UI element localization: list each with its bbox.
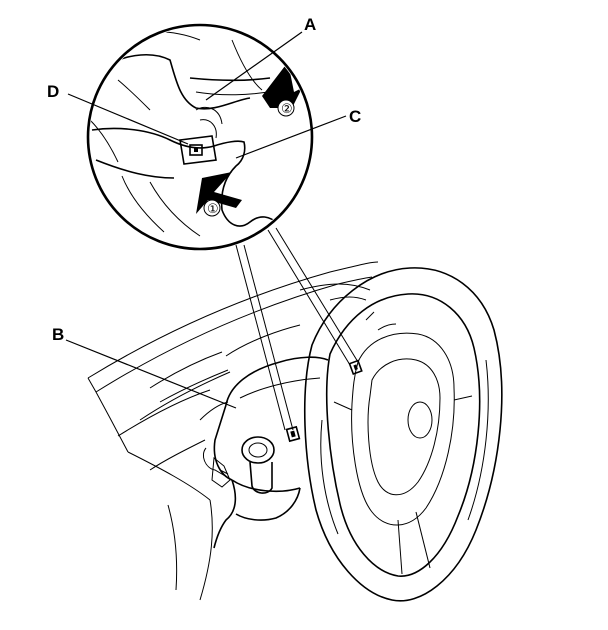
callout-a: A [205, 15, 316, 101]
steering-wheel [303, 267, 503, 602]
callout-d: D [47, 82, 189, 145]
callout-b-label: B [52, 325, 64, 344]
callout-a-label: A [304, 15, 316, 34]
step-two-marker: ② [281, 102, 293, 117]
detail-magnifier: ① ② [86, 23, 314, 251]
callout-b: B [52, 325, 237, 409]
callout-c: C [235, 107, 361, 159]
guide-lines [235, 227, 359, 431]
dashboard-outline [87, 261, 379, 601]
callout-d-label: D [47, 82, 59, 101]
step-one-marker: ① [207, 202, 219, 217]
callout-c-label: C [349, 107, 361, 126]
steering-column-cover [199, 356, 329, 549]
